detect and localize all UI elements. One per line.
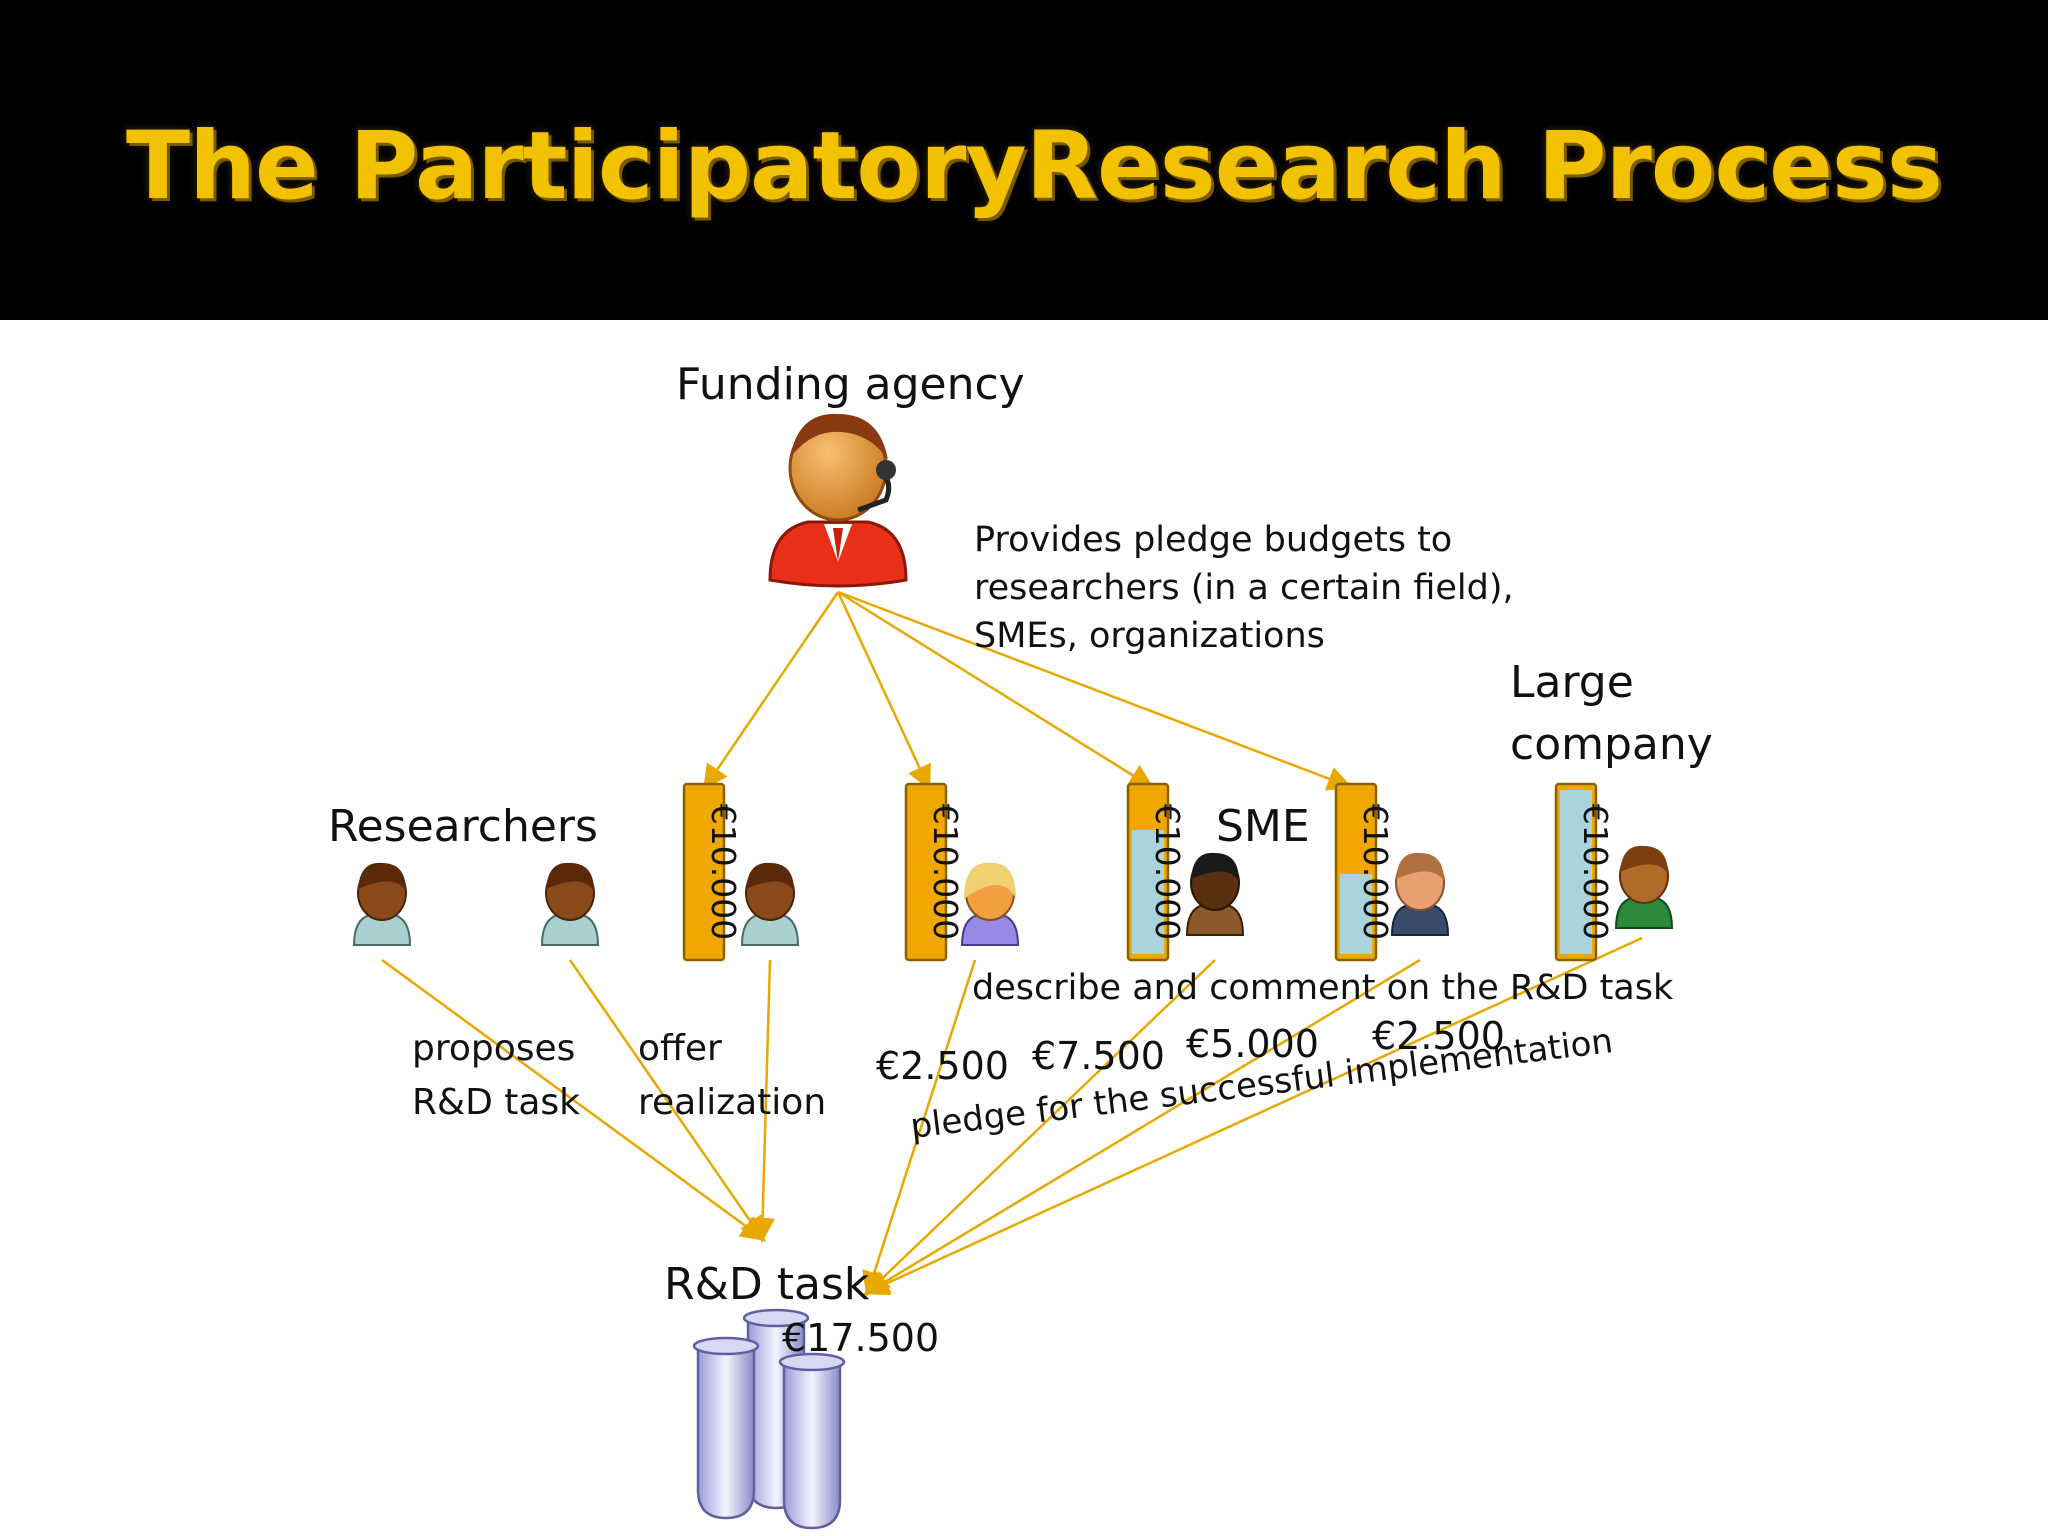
pledge-amount-4: €2.500 — [1372, 1014, 1505, 1058]
arrow-pledger4-task — [863, 936, 1643, 1296]
title-bar: The ParticipatoryResearch Process — [0, 0, 2048, 320]
agency-to-budget-arrows — [703, 590, 1353, 791]
budget-card-4-label: €10.000 — [1356, 804, 1395, 940]
pledge-amount-1: €2.500 — [876, 1044, 1009, 1088]
person-icon — [1614, 845, 1674, 929]
person-icon — [1390, 852, 1450, 936]
agent-headset-icon — [768, 413, 908, 588]
provides-line-1: Provides pledge budgets to — [974, 520, 1453, 560]
to-rd-task-arrows — [381, 936, 1643, 1297]
researchers-label: Researchers — [328, 801, 598, 852]
arrow-agency-card-3 — [837, 590, 1155, 789]
large-company-line-2: company — [1510, 719, 1713, 770]
offer-line-2: realization — [638, 1082, 827, 1123]
people — [352, 845, 1674, 946]
budget-card-1-label: €10.000 — [704, 804, 743, 940]
provides-line-3: SMEs, organizations — [974, 616, 1325, 656]
sme-label: SME — [1216, 801, 1310, 852]
arrow-pledger1-task — [862, 959, 977, 1297]
offer-line-1: offer — [638, 1028, 722, 1069]
budget-card-2-label: €10.000 — [926, 804, 965, 940]
person-icon — [1185, 852, 1245, 936]
rd-task-label: R&D task — [664, 1259, 870, 1310]
person-icon — [352, 862, 412, 946]
rd-task-total: €17.500 — [782, 1316, 940, 1360]
person-icon — [740, 862, 800, 946]
test-tubes-icon — [692, 1308, 846, 1530]
person-icon — [540, 862, 600, 946]
describe-label: describe and comment on the R&D task — [972, 968, 1674, 1008]
pledge-amount-3: €5.000 — [1186, 1022, 1319, 1066]
budget-card-5: €10.000 — [1554, 782, 1615, 962]
budget-card-1: €10.000 — [682, 782, 743, 962]
slide-title: The ParticipatoryResearch Process — [126, 112, 1943, 221]
provides-line-2: researchers (in a certain field), — [974, 568, 1514, 608]
person-icon — [960, 862, 1020, 946]
budget-cards: €10.000 €10.000 €10.000 €10.000 €10.000 — [682, 782, 1615, 962]
arrow-researcher2-task — [568, 959, 765, 1243]
pledge-amount-2: €7.500 — [1032, 1034, 1165, 1078]
budget-card-5-label: €10.000 — [1576, 804, 1615, 940]
budget-card-3-label: €10.000 — [1148, 804, 1187, 940]
budget-card-3: €10.000 — [1126, 782, 1187, 962]
budget-card-4: €10.000 — [1334, 782, 1395, 962]
arrow-agency-card-2 — [836, 591, 931, 791]
proposes-line-1: proposes — [412, 1028, 576, 1069]
arrow-agency-card-4 — [837, 590, 1353, 791]
proposes-line-2: R&D task — [412, 1082, 581, 1123]
budget-card-2: €10.000 — [904, 782, 965, 962]
large-company-line-1: Large — [1510, 657, 1634, 708]
arrow-researcher3-task — [750, 959, 776, 1243]
arrow-agency-card-1 — [703, 591, 840, 791]
arrow-researcher1-task — [381, 958, 767, 1241]
arrow-pledger3-task — [863, 958, 1421, 1295]
funding-agency-label: Funding agency — [676, 359, 1025, 410]
arrow-pledger2-task — [864, 959, 1216, 1296]
